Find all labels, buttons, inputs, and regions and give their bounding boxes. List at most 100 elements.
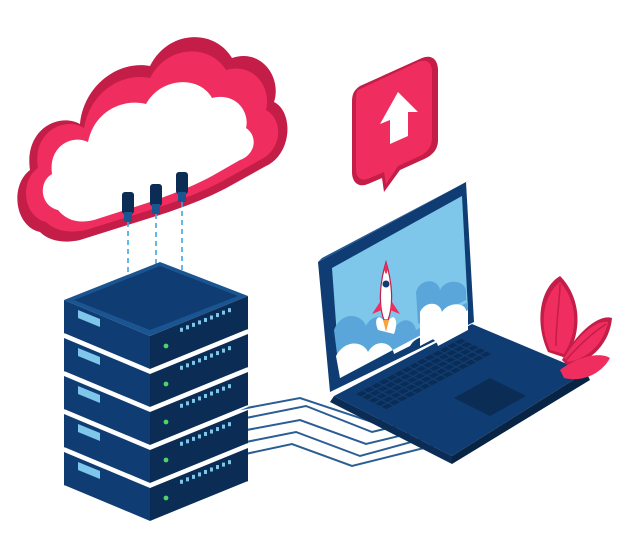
keyboard-key <box>472 355 484 362</box>
keyboard-key <box>446 350 457 356</box>
keyboard-key <box>427 379 439 386</box>
laptop-touchpad <box>454 378 526 416</box>
keyboard-key <box>385 382 397 388</box>
server-unit <box>63 410 249 486</box>
keyboard-key <box>422 369 433 375</box>
keyboard-key <box>405 384 417 390</box>
keyboard-key <box>467 345 479 351</box>
keyboard-key <box>424 354 436 361</box>
keyboard-key <box>370 390 381 396</box>
keyboard-key <box>443 364 455 370</box>
keyboard-key <box>396 395 408 402</box>
keyboard-key <box>436 368 447 374</box>
keyboard-key <box>409 362 421 369</box>
keyboard-key <box>399 381 411 387</box>
keyboard-key <box>420 376 432 382</box>
keyboard-key <box>434 375 446 382</box>
keyboard-key <box>400 374 412 380</box>
server-led-icon <box>163 419 169 425</box>
keyboard-key <box>444 357 456 363</box>
keyboard-key <box>480 351 492 358</box>
keyboard-key <box>439 346 451 353</box>
keyboard-key <box>413 380 425 386</box>
keyboard-key <box>368 397 380 403</box>
keyboard-key <box>362 394 374 400</box>
server-led-icon <box>163 381 169 387</box>
cloud-inner <box>42 82 254 222</box>
keyboard-key <box>375 400 387 406</box>
server-led-icon <box>163 343 169 349</box>
keyboard-key <box>382 396 394 402</box>
keyboard-key <box>465 359 477 366</box>
laptop-keyboard <box>356 338 492 410</box>
keyboard-key <box>378 378 390 385</box>
keyboard-key <box>377 386 389 392</box>
laptop-base <box>334 324 586 456</box>
keyboard-key <box>416 358 428 365</box>
keyboard-key <box>423 362 435 368</box>
keyboard-key <box>394 370 405 377</box>
keyboard-key <box>381 403 393 410</box>
laptop <box>318 180 590 464</box>
keyboard-key <box>412 387 423 394</box>
upload-notification <box>352 56 438 193</box>
keyboard-key <box>458 356 470 362</box>
cloud-connectors <box>122 172 188 222</box>
plant-leaves <box>540 276 612 380</box>
server-led-icon <box>163 495 169 501</box>
keyboard-key <box>452 353 464 359</box>
server-display <box>78 310 100 327</box>
keyboard-key <box>384 389 395 395</box>
keyboard-key <box>404 391 416 398</box>
keyboard-key <box>408 370 419 376</box>
server-unit <box>63 448 249 524</box>
keyboard-key <box>415 366 427 372</box>
keyboard-key <box>390 392 402 398</box>
server-unit <box>63 296 249 372</box>
keyboard-key <box>414 373 426 379</box>
server-display <box>78 386 100 403</box>
keyboard-key <box>406 377 418 383</box>
keyboard-key <box>392 378 404 384</box>
server-unit <box>63 372 249 448</box>
server-led-icon <box>163 457 169 463</box>
server-rack <box>63 262 249 524</box>
keyboard-key <box>451 360 463 366</box>
server-display <box>78 462 100 479</box>
arrow-up-icon <box>380 92 418 144</box>
keyboard-key <box>457 363 469 370</box>
keyboard-key <box>460 349 471 355</box>
keyboard-key <box>432 350 443 357</box>
keyboard-key <box>447 342 459 349</box>
keyboard-key <box>430 358 442 364</box>
cloud-icon <box>17 37 288 318</box>
keyboard-key <box>389 399 401 406</box>
server-display <box>78 348 100 365</box>
keyboard-key <box>429 365 441 371</box>
keyboard-key <box>376 393 388 399</box>
keyboard-key <box>454 338 466 345</box>
keyboard-key <box>453 346 465 352</box>
keyboard-key <box>450 367 461 374</box>
keyboard-key <box>419 383 431 390</box>
keyboard-key <box>398 388 409 394</box>
server-display <box>78 424 100 441</box>
server-top-inner <box>74 266 238 330</box>
keyboard-key <box>401 366 413 373</box>
keyboard-key <box>363 386 375 393</box>
keyboard-key <box>386 374 398 381</box>
keyboard-key <box>466 352 478 358</box>
keyboard-key <box>442 371 454 378</box>
keyboard-key <box>356 390 367 397</box>
server-unit <box>63 334 249 410</box>
keyboard-key <box>437 361 449 367</box>
keyboard-key <box>371 382 383 389</box>
server-units <box>63 296 249 524</box>
keyboard-key <box>461 342 473 348</box>
keyboard-key <box>391 385 403 391</box>
screen-clouds <box>334 281 468 378</box>
keyboard-key <box>438 354 450 360</box>
keyboard-key <box>474 348 485 354</box>
